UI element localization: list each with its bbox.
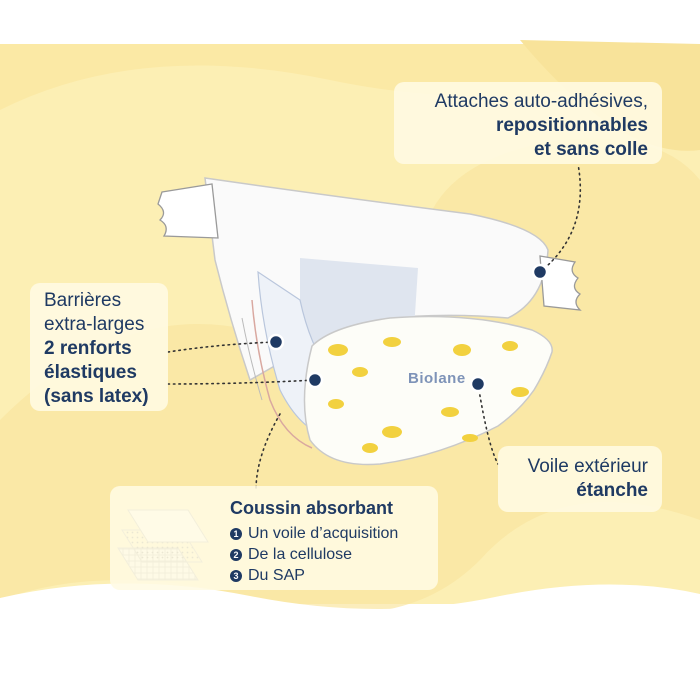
coussin-item: 3 Du SAP xyxy=(230,564,305,588)
number-badge-icon: 3 xyxy=(230,570,242,582)
label-attaches-line1: Attaches auto-adhésives, xyxy=(434,91,648,112)
coussin-item-text: Un voile d’acquisition xyxy=(248,525,399,542)
label-barrieres: Barrières extra-larges 2 renforts élasti… xyxy=(30,283,168,411)
callout-dot-icon xyxy=(267,263,549,393)
number-badge-icon: 2 xyxy=(230,549,242,561)
coussin-item-text: De la cellulose xyxy=(248,546,353,563)
brand-logo: Biolane xyxy=(408,370,466,387)
label-barrieres-line1: Barrières xyxy=(44,290,122,311)
label-voile-line1: Voile extérieur xyxy=(527,456,648,477)
diaper-illustration xyxy=(117,177,582,581)
coussin-item: 1 Un voile d’acquisition xyxy=(230,522,398,546)
coussin-item: 2 De la cellulose xyxy=(230,543,352,567)
wave-bottom xyxy=(0,583,700,700)
label-attaches: Attaches auto-adhésives, repositionnable… xyxy=(394,82,662,164)
label-attaches-line2: repositionnables xyxy=(495,115,648,136)
label-voile-line2: étanche xyxy=(576,480,648,501)
label-barrieres-line5: (sans latex) xyxy=(44,386,149,407)
label-attaches-line3: et sans colle xyxy=(533,139,648,160)
label-coussin: Coussin absorbant 1 Un voile d’acquisitio… xyxy=(110,486,438,590)
coussin-item-text: Du SAP xyxy=(248,567,305,584)
number-badge-icon: 1 xyxy=(230,528,242,540)
label-barrieres-line2: extra-larges xyxy=(44,314,145,335)
label-barrieres-line4: élastiques xyxy=(44,362,137,383)
label-voile: Voile extérieur étanche xyxy=(498,446,662,512)
label-coussin-title: Coussin absorbant xyxy=(230,498,394,518)
label-barrieres-line3: 2 renforts xyxy=(44,338,132,359)
callout-lines xyxy=(167,163,582,491)
